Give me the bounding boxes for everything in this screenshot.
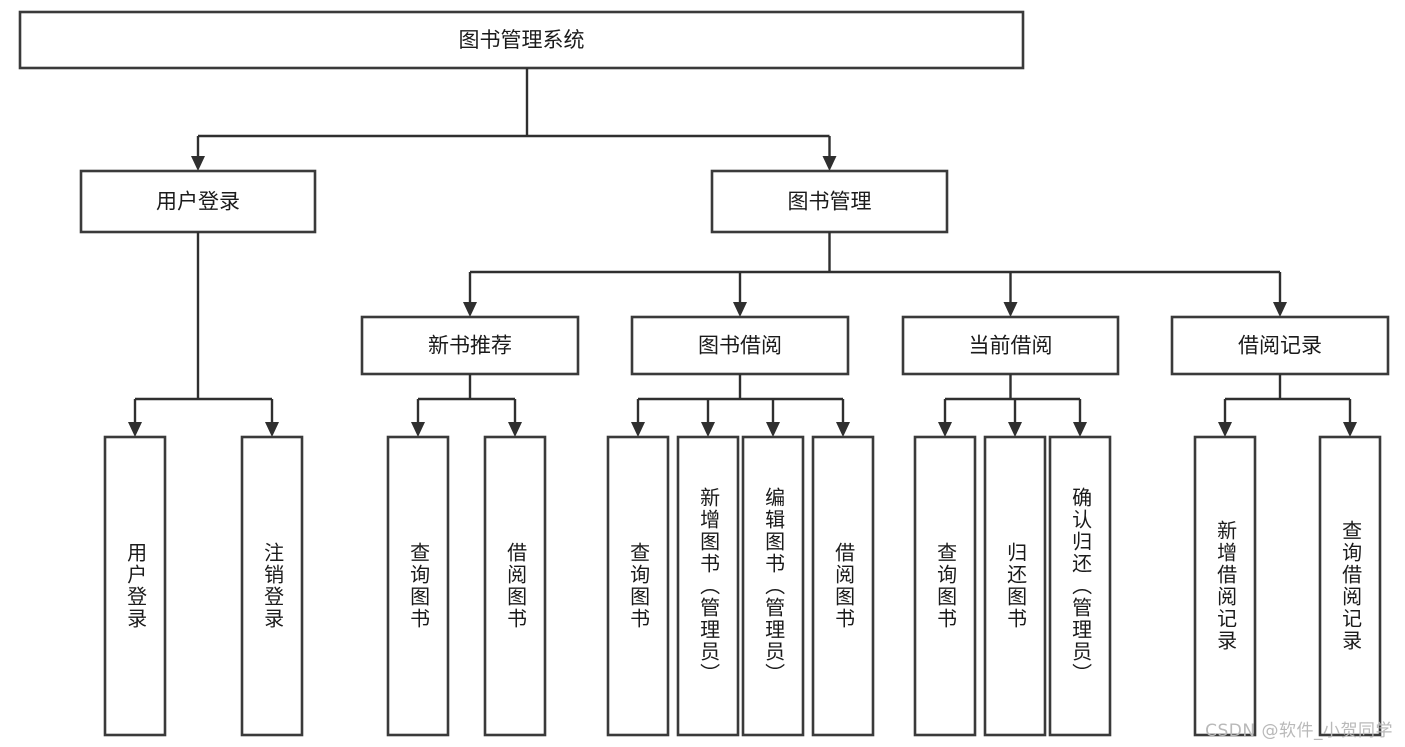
arrow-head-icon [265, 422, 279, 437]
leaf-add-record[interactable] [1193, 435, 1257, 737]
current-borrow-label: 当前借阅 [969, 334, 1053, 358]
arrow-head-icon [733, 302, 747, 317]
csdn-watermark: CSDN @软件_小贺同学 [1205, 721, 1393, 741]
arrow-head-icon [822, 156, 837, 171]
leaf-query-book-2[interactable] [606, 435, 670, 737]
arrow-head-icon [128, 422, 142, 437]
new-book-recommend[interactable] [360, 315, 580, 376]
leaf-query-book-1[interactable] [386, 435, 450, 737]
arrow-head-icon [411, 422, 425, 437]
leaf-borrow-book-1[interactable] [483, 435, 547, 737]
book-borrow-label: 图书借阅 [698, 334, 782, 358]
leaf-query-book-3[interactable] [913, 435, 977, 737]
borrow-record[interactable] [1170, 315, 1390, 376]
leaf-confirm-return[interactable] [1048, 435, 1112, 737]
book-manage-label: 图书管理 [788, 190, 872, 214]
root-label: 图书管理系统 [459, 28, 585, 52]
arrow-head-icon [766, 422, 780, 437]
leaf-edit-book[interactable] [741, 435, 805, 737]
leaf-add-book[interactable] [676, 435, 740, 737]
arrow-head-icon [701, 422, 715, 437]
arrow-head-icon [938, 422, 952, 437]
leaf-return-book[interactable] [983, 435, 1047, 737]
arrow-head-icon [836, 422, 850, 437]
arrow-head-icon [191, 156, 205, 171]
arrow-head-icon [1073, 422, 1087, 437]
current-borrow[interactable] [901, 315, 1120, 376]
arrow-head-icon [1008, 422, 1022, 437]
leaf-borrow-book-2[interactable] [811, 435, 875, 737]
leaf-user-logout[interactable] [240, 435, 304, 737]
book-borrow[interactable] [630, 315, 850, 376]
arrow-head-icon [631, 422, 645, 437]
new-book-recommend-label: 新书推荐 [428, 334, 512, 358]
book-manage[interactable] [710, 169, 949, 234]
arrow-head-icon [463, 302, 477, 317]
leaf-query-record[interactable] [1318, 435, 1382, 737]
arrow-head-icon [1343, 422, 1357, 437]
user-login-label: 用户登录 [156, 190, 240, 214]
arrow-head-icon [508, 422, 522, 437]
leaf-user-login[interactable] [103, 435, 167, 737]
root[interactable] [18, 10, 1025, 70]
arrow-head-icon [1218, 422, 1232, 437]
borrow-record-label: 借阅记录 [1238, 334, 1322, 358]
arrow-head-icon [1003, 302, 1018, 317]
arrow-head-icon [1273, 302, 1287, 317]
